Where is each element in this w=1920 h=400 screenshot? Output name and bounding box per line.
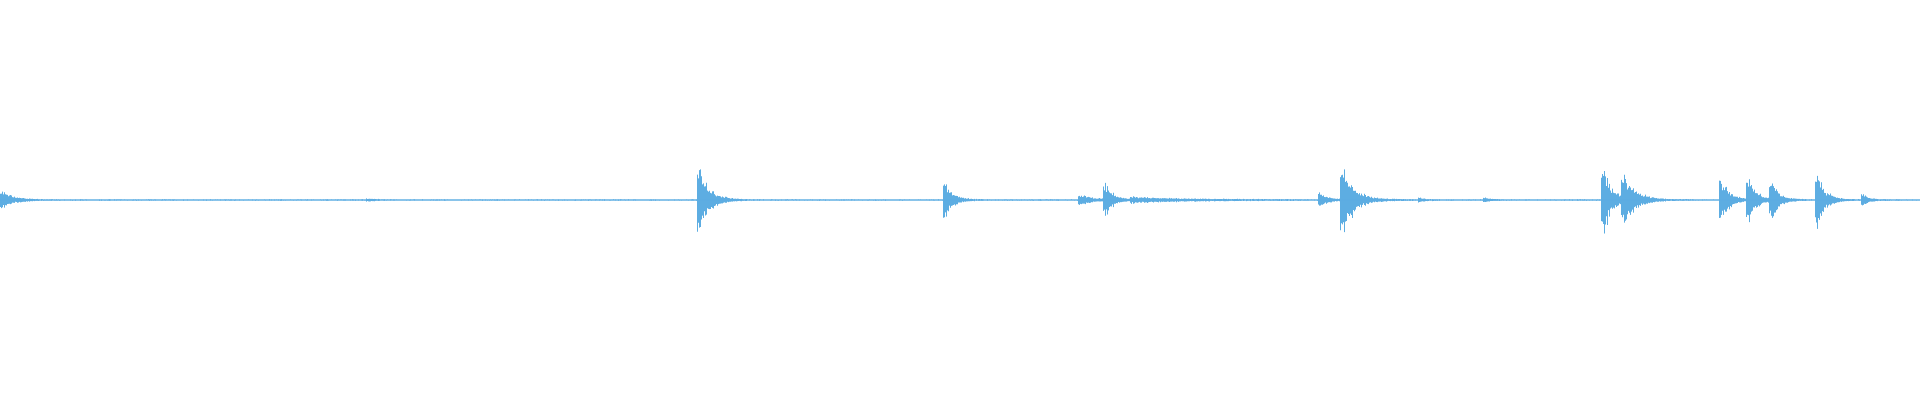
waveform-path <box>0 169 1920 234</box>
waveform-bars <box>0 169 1920 234</box>
